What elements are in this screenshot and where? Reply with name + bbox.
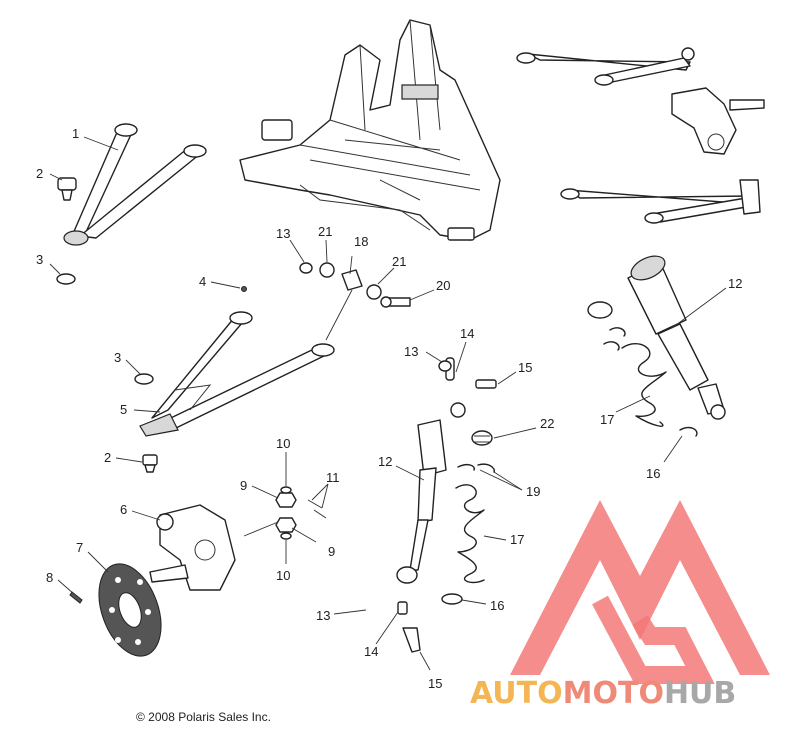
callout: 14 (364, 644, 378, 659)
callout: 10 (276, 568, 290, 583)
callout: 17 (510, 532, 524, 547)
callout: 21 (318, 224, 332, 239)
callout: 21 (392, 254, 406, 269)
callout: 3 (36, 252, 43, 267)
callout: 18 (354, 234, 368, 249)
callout: 2 (104, 450, 111, 465)
ball-joint-lower (142, 454, 158, 473)
spring-left (441, 430, 495, 605)
watermark-logo (510, 500, 770, 684)
watermark-brand: AUTOMOTOHUB (470, 676, 736, 711)
callout: 1 (72, 126, 79, 141)
callout: 19 (526, 484, 540, 499)
callout: 20 (436, 278, 450, 293)
brand-part-moto: MOTO (562, 676, 664, 711)
lower-a-arm (139, 311, 335, 437)
front-shock-left (396, 357, 497, 653)
upper-a-arm (63, 123, 207, 246)
callout: 4 (199, 274, 206, 289)
nut-and-pin-set (275, 486, 327, 540)
brand-part-auto: AUTO (470, 676, 563, 711)
callout: 9 (240, 478, 247, 493)
callout: 16 (490, 598, 504, 613)
bushing-set-upper (299, 262, 411, 308)
callout: 9 (328, 544, 335, 559)
callout: 2 (36, 166, 43, 181)
steering-knuckle (149, 504, 236, 591)
snap-ring-lower (134, 373, 154, 385)
callout: 17 (600, 412, 614, 427)
upper-a-arm-right (516, 47, 695, 86)
logo-triangle-inner (592, 595, 715, 684)
callout: 12 (728, 276, 742, 291)
logo-triangle-outer (510, 500, 770, 675)
callout: 12 (378, 454, 392, 469)
callout: 15 (428, 676, 442, 691)
callout: 22 (540, 416, 554, 431)
callout: 13 (276, 226, 290, 241)
callout: 6 (120, 502, 127, 517)
disc-screw (69, 591, 83, 604)
copyright-notice: © 2008 Polaris Sales Inc. (136, 710, 271, 724)
callout: 13 (316, 608, 330, 623)
snap-ring-upper (56, 273, 76, 285)
callout: 5 (120, 402, 127, 417)
spring-right (587, 301, 698, 437)
callout: 8 (46, 570, 53, 585)
brand-part-hub: HUB (663, 676, 737, 711)
callout: 13 (404, 344, 418, 359)
callout: 10 (276, 436, 290, 451)
frame-assembly (239, 19, 501, 241)
callout: 14 (460, 326, 474, 341)
brake-disc (98, 563, 162, 657)
front-shock-right (627, 255, 726, 420)
ball-joint-upper (57, 177, 77, 201)
leader-lines (49, 136, 727, 671)
grease-fitting (241, 286, 247, 292)
callout: 3 (114, 350, 121, 365)
callout: 15 (518, 360, 532, 375)
callout-labels: 1 2 3 4 3 5 2 6 7 8 9 10 11 9 10 13 21 1… (36, 126, 742, 691)
callout: 7 (76, 540, 83, 555)
callout: 11 (326, 470, 340, 485)
knuckle-right (671, 87, 765, 155)
lower-a-arm-right (560, 179, 761, 224)
callout: 16 (646, 466, 660, 481)
